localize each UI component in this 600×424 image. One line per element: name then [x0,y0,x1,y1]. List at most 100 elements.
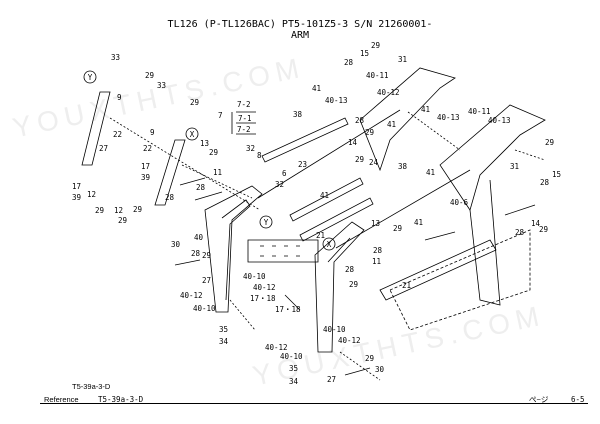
rail-right [335,169,471,249]
callout-label: 40-11 [468,107,491,116]
callout-label: 41 [426,168,435,177]
callout-label: 33 [157,81,166,90]
callout-label: 22 [143,144,152,153]
callout-label: 40-10 [323,325,346,334]
callout-label: 41 [421,105,430,114]
arm-cylinder-1 [289,177,364,222]
callout-label: 32 [275,180,284,189]
callout-label: 17・18 [250,294,276,303]
callout-label: 40-6 [450,198,469,207]
callout-label: 17・18 [275,305,301,314]
callout-label: 41 [312,84,321,93]
marker-x-label-1: X [190,130,195,139]
callout-label: 40-12 [265,343,288,352]
reference-value: T5-39a-3-D [98,395,144,404]
rear-arm-right-edge [469,179,501,306]
bracket-7 [231,111,256,135]
callout-label: 29 [365,128,374,137]
callout-label: 33 [111,53,120,62]
callout-label: 40-10 [243,272,266,281]
callout-label: 7-1 [238,114,252,123]
callout-label: 28 [373,246,383,255]
pin-6 [424,231,456,241]
left-arm-outline [204,185,263,313]
pin-5 [504,204,536,216]
rear-arm-left [359,67,456,172]
callout-label: 35 [289,364,298,373]
callout-label: 29 [393,224,402,233]
callout-label: 29 [190,98,199,107]
callout-label: 29 [371,41,380,50]
rail-left [257,109,401,199]
callout-label: 21 [402,281,411,290]
callout-label: 28 [540,178,550,187]
callout-label: 35 [219,325,228,334]
callout-label: 40-13 [325,96,348,105]
callout-label: 38 [293,110,303,119]
page-number: 6-5 [571,395,585,404]
marker-y-circle-2 [259,215,273,229]
callout-label: 32 [246,144,255,153]
callout-label: 29 [355,155,364,164]
callout-label: 14 [348,138,358,147]
callout-label: 24 [369,158,379,167]
callout-label: 29 [349,280,358,289]
marker-y-circle-1 [83,70,97,84]
callout-label: 41 [414,218,423,227]
page-title: TL126 (P-TL126BAC) PT5-101Z5-3 S/N 21260… [167,19,433,30]
callout-label: 11 [372,257,381,266]
marker-y-label-1: Y [88,73,93,82]
callout-label: 27 [202,276,211,285]
callout-label: 40-12 [253,283,276,292]
callout-label: 7 [218,111,223,120]
callout-label: 31 [510,162,519,171]
marker-y-label-2: Y [264,218,269,227]
lift-cylinder-2 [154,139,186,206]
callout-label: 40-12 [180,291,203,300]
arm-cylinder-3 [261,117,349,163]
callout-label: 9 [117,93,122,102]
callout-label: 40-13 [488,116,511,125]
marker-x-circle-1 [185,127,199,141]
centerlines [109,111,546,381]
callout-label: 29 [545,138,554,147]
callout-label: 39 [72,193,81,202]
callout-label: 6 [282,169,287,178]
callout-label: 28 [191,249,201,258]
callout-label: 28 [196,183,206,192]
callout-label: 28 [344,58,354,67]
callout-label: 21 [316,231,325,240]
callout-label: 40-12 [377,88,400,97]
arm-cylinder-2 [299,197,374,242]
callout-label: 29 [118,216,127,225]
callout-label: 40-12 [338,336,361,345]
callout-label: 8 [257,151,262,160]
callout-label: 30 [375,365,385,374]
callout-label: 15 [552,170,561,179]
callout-label: 7-2 [237,125,251,134]
callout-label: 12 [87,190,96,199]
callout-label: 28 [165,193,175,202]
callout-label: 13 [371,219,380,228]
callout-label: 28 [345,265,355,274]
cross-member-holes [260,245,300,257]
callout-label: 38 [398,162,408,171]
callout-label: 31 [398,55,407,64]
page-subtitle: ARM [290,30,310,41]
pin-2 [194,191,223,201]
callout-label: 41 [387,120,396,129]
callout-label: 29 [133,205,142,214]
callout-label: 29 [145,71,154,80]
cross-member [247,239,319,263]
left-arm-inner [221,199,251,301]
callout-label: 27 [99,144,108,153]
callout-label: 13 [200,139,209,148]
callout-label: 22 [113,130,122,139]
callout-label: 28 [515,228,525,237]
callout-label: 29 [365,354,374,363]
callout-label: 34 [219,337,229,346]
callout-label: 29 [95,206,104,215]
callout-label: 12 [114,206,123,215]
